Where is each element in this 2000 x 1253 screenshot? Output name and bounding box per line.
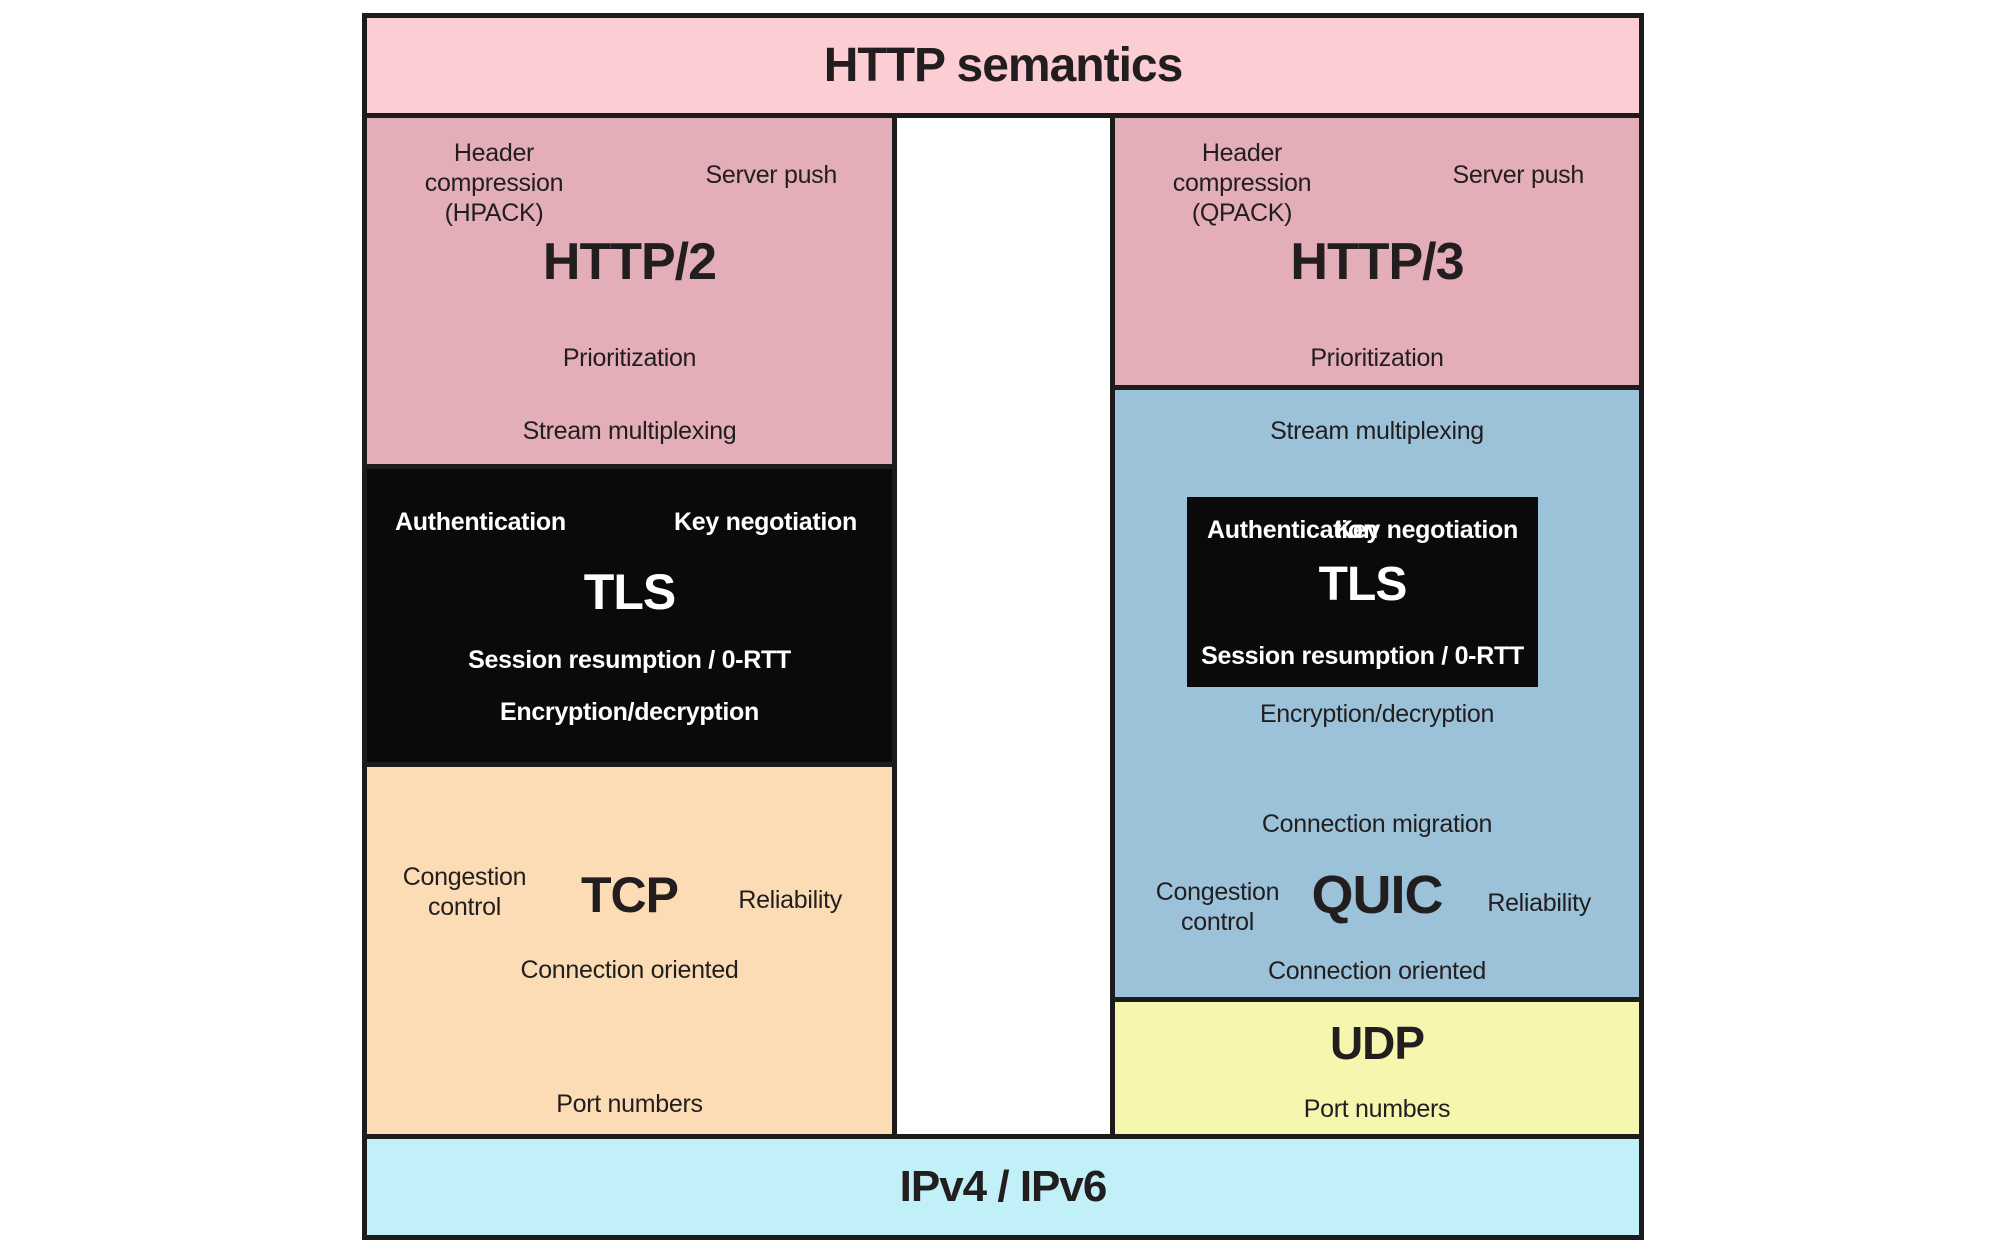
header-compression-text: Header compression (424, 139, 564, 197)
tls-left-box: Authentication Key negotiation TLS Sessi… (362, 464, 897, 767)
tcp-port-numbers-label: Port numbers (556, 1090, 703, 1118)
tls-right-session-resumption-label: Session resumption / 0-RTT (1201, 642, 1524, 670)
tls-left-key-negotiation-label: Key negotiation (673, 508, 857, 536)
qpack-text: (QPACK) (1191, 199, 1293, 227)
quic-stream-multiplexing-label: Stream multiplexing (1270, 417, 1484, 445)
ip-layer-title: IPv4 / IPv6 (899, 1162, 1108, 1211)
quic-box: Stream multiplexing Authentication Key n… (1110, 385, 1644, 1002)
tcp-box: Congestion control TCP Reliability Conne… (362, 762, 897, 1139)
quic-congestion-control-label: Congestion control (1150, 877, 1285, 937)
quic-connection-oriented-label: Connection oriented (1267, 957, 1487, 985)
tls-left-authentication-label: Authentication (395, 508, 566, 536)
control-text: control (428, 893, 501, 921)
udp-title: UDP (1329, 1017, 1425, 1069)
http3-box: Header compression (QPACK) Server push H… (1110, 113, 1644, 390)
quic-reliability-label: Reliability (1487, 889, 1591, 917)
header-compression-text: Header compression (1172, 139, 1312, 197)
tls-left-session-resumption-label: Session resumption / 0-RTT (468, 646, 791, 674)
http3-title: HTTP/3 (1290, 233, 1464, 291)
congestion-text: Congestion (402, 863, 527, 891)
quic-title: QUIC (1311, 865, 1444, 925)
quic-connection-migration-label: Connection migration (1261, 810, 1493, 838)
http3-server-push-label: Server push (1452, 161, 1585, 189)
http-semantics-banner: HTTP semantics (362, 13, 1644, 118)
hpack-text: (HPACK) (444, 199, 544, 227)
http2-title: HTTP/2 (542, 233, 717, 291)
tcp-connection-oriented-label: Connection oriented (520, 956, 739, 984)
http3-header-compression-label: Header compression (QPACK) (1133, 138, 1351, 228)
udp-box: UDP Port numbers (1110, 997, 1644, 1139)
http2-header-compression-label: Header compression (HPACK) (385, 138, 603, 228)
udp-port-numbers-label: Port numbers (1303, 1095, 1451, 1123)
tcp-congestion-control-label: Congestion control (392, 862, 537, 922)
tls-left-encryption-label: Encryption/decryption (499, 698, 759, 726)
tcp-title: TCP (581, 867, 679, 923)
tls-right-box: Authentication Key negotiation TLS Sessi… (1187, 497, 1538, 687)
tls-right-key-negotiation-label: Key negotiation (1334, 516, 1518, 544)
quic-encryption-label: Encryption/decryption (1259, 700, 1495, 728)
tls-right-title: TLS (1318, 558, 1408, 611)
control-text: control (1181, 908, 1254, 936)
http2-prioritization-label: Prioritization (562, 344, 697, 372)
http-semantics-title: HTTP semantics (823, 39, 1184, 92)
http2-server-push-label: Server push (705, 161, 838, 189)
tls-left-title: TLS (583, 564, 676, 620)
congestion-text: Congestion (1155, 878, 1280, 906)
http2-box: Header compression (HPACK) Server push H… (362, 113, 897, 469)
tls-right-authentication-label: Authentication (1207, 516, 1378, 544)
http2-stream-multiplexing-label: Stream multiplexing (522, 417, 737, 445)
tcp-reliability-label: Reliability (738, 886, 842, 914)
http3-prioritization-label: Prioritization (1310, 344, 1444, 372)
ip-layer-box: IPv4 / IPv6 (362, 1134, 1644, 1240)
